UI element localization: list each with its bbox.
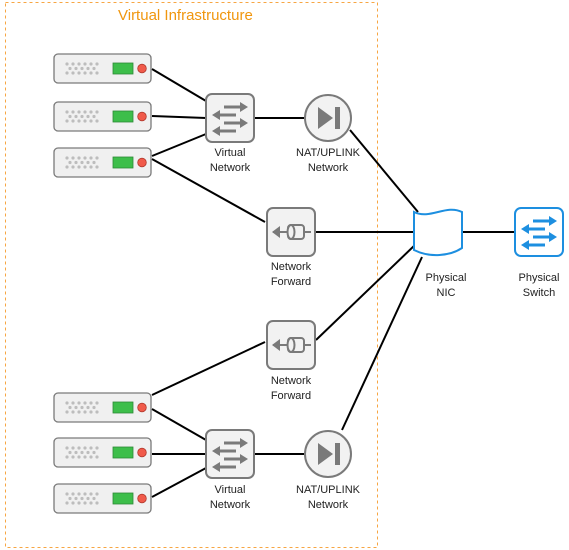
server-icon: [53, 147, 152, 178]
server-icon: [53, 53, 152, 84]
physical-switch-icon: [513, 206, 565, 258]
server-icon: [53, 437, 152, 468]
virtual-infrastructure-group: [5, 2, 378, 548]
server-icon: [53, 101, 152, 132]
nic-icon: [413, 208, 463, 256]
virtual-network-top-icon: [204, 92, 256, 144]
forward-bottom-icon: [266, 320, 316, 370]
uplink-top-icon: [304, 94, 352, 142]
forward-top-icon: [266, 207, 316, 257]
connectors: [151, 68, 515, 498]
virtual-network-bottom-icon: [204, 428, 256, 480]
server-icon: [53, 483, 152, 514]
group-title: Virtual Infrastructure: [118, 7, 253, 24]
uplink-bottom-icon: [304, 430, 352, 478]
server-icon: [53, 392, 152, 423]
